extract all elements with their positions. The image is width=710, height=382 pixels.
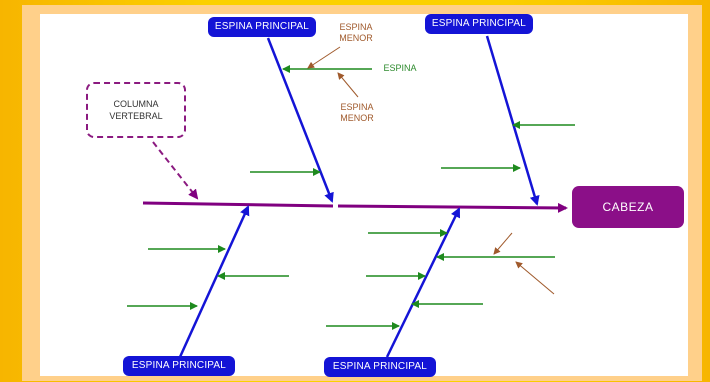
main-spine-label-top-left: ESPINA PRINCIPAL bbox=[208, 17, 316, 37]
annotation-arrow bbox=[493, 232, 513, 255]
annotation-arrow bbox=[515, 261, 555, 295]
annotation-minor-bottom: ESPINA MENOR bbox=[340, 102, 374, 123]
main-spine-top-right bbox=[485, 35, 540, 206]
backbone-left bbox=[142, 201, 334, 208]
head-box: CABEZA bbox=[572, 186, 684, 228]
annotation-minor-top: ESPINA MENOR bbox=[339, 22, 373, 43]
column-pointer bbox=[152, 141, 199, 200]
main-spine-top-left bbox=[266, 37, 334, 203]
column-label: COLUMNA VERTEBRAL bbox=[109, 99, 163, 121]
column-box: COLUMNA VERTEBRAL bbox=[86, 82, 186, 138]
backbone-right bbox=[337, 202, 568, 213]
main-spine-label-top-right: ESPINA PRINCIPAL bbox=[425, 14, 533, 34]
main-spine-bottom-right bbox=[385, 207, 461, 358]
annotation-arrow-minor-bottom bbox=[337, 72, 359, 98]
main-spine-bottom-left bbox=[178, 205, 250, 358]
main-spine-label-bottom-right: ESPINA PRINCIPAL bbox=[324, 357, 436, 377]
annotation-spine: ESPINA bbox=[383, 63, 417, 73]
annotation-arrow-minor-top bbox=[307, 46, 341, 69]
main-spine-label-bottom-left: ESPINA PRINCIPAL bbox=[123, 356, 235, 376]
